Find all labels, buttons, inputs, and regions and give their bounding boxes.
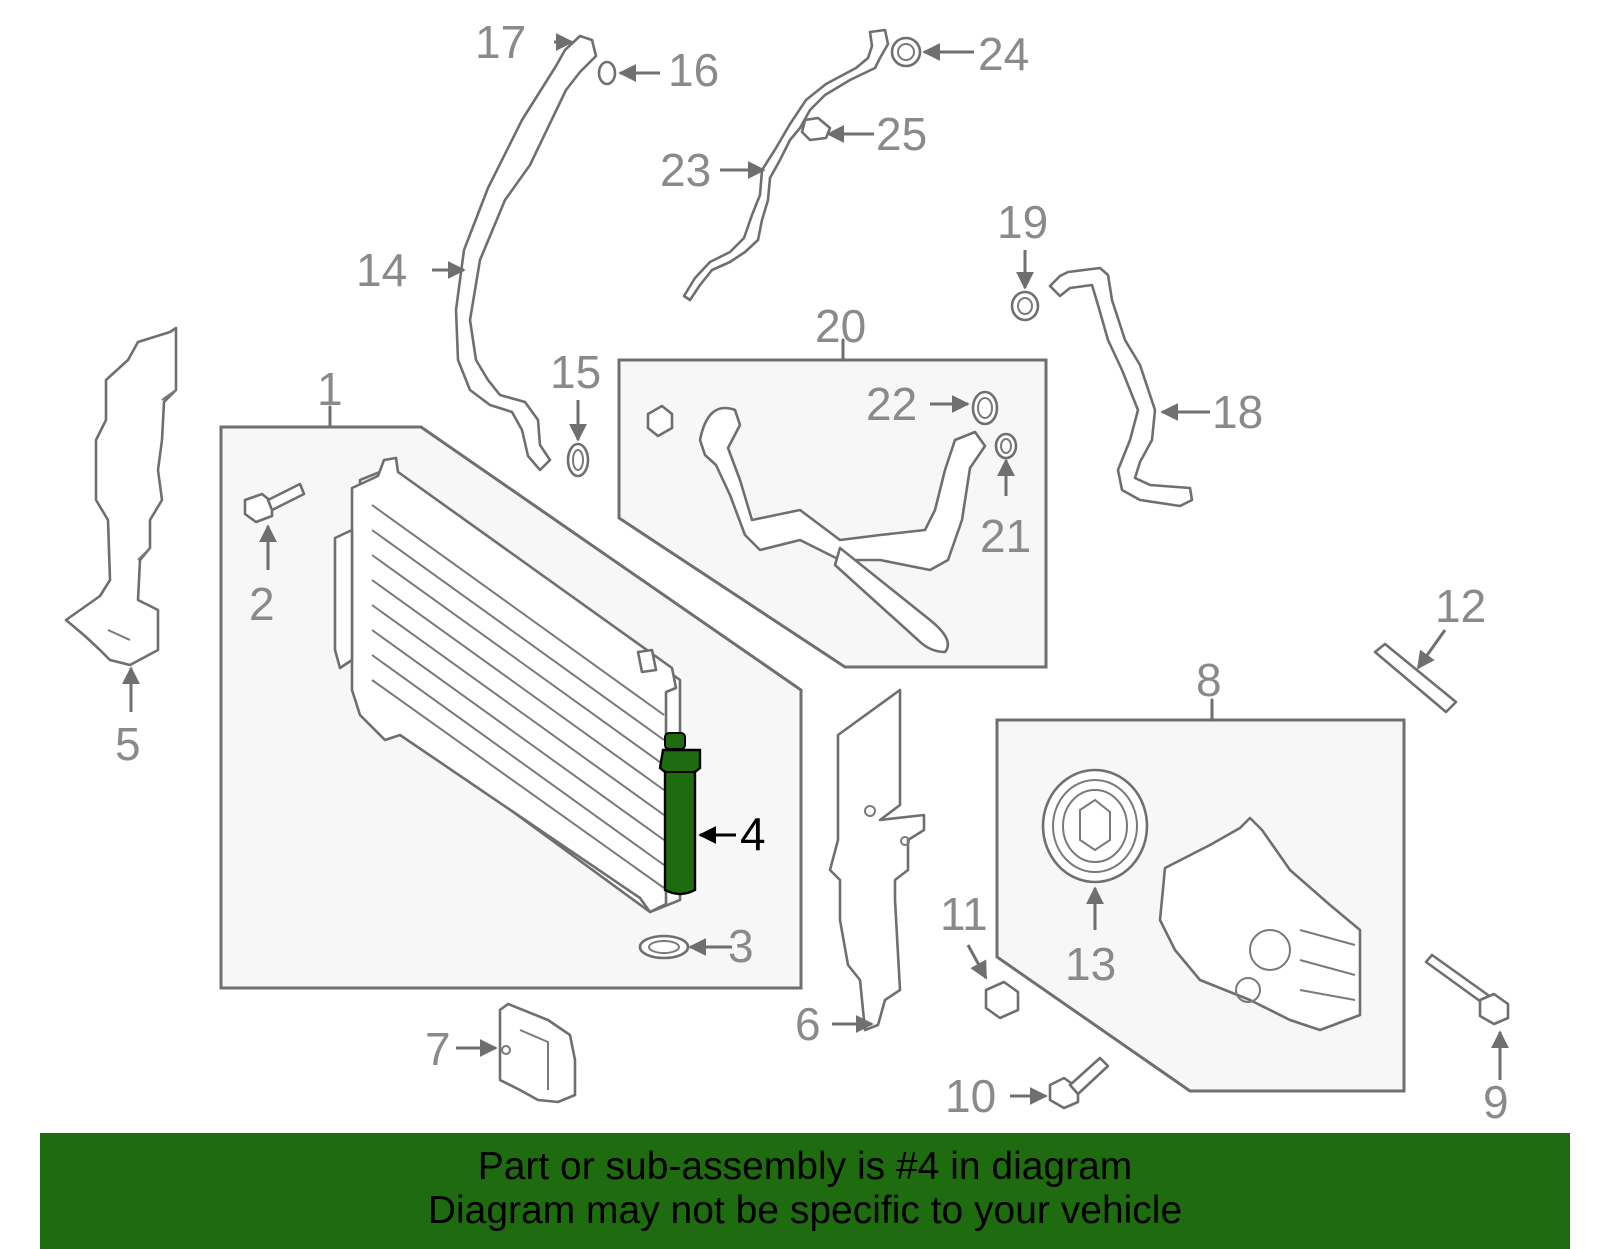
callout-10: 10: [945, 1070, 996, 1122]
clutch-pulley: [1041, 768, 1149, 884]
callout-7: 7: [425, 1023, 451, 1075]
o-ring-22: [971, 390, 999, 426]
callout-16: 16: [668, 44, 719, 96]
hose-23: [682, 28, 890, 302]
banner-line-2: Diagram may not be specific to your vehi…: [427, 1189, 1183, 1232]
callout-18: 18: [1212, 386, 1263, 438]
o-ring-24: [890, 36, 922, 68]
callout-3: 3: [728, 920, 754, 972]
callout-4: 4: [740, 808, 766, 860]
o-ring-15: [566, 442, 590, 478]
hose-assembly-20: [646, 404, 987, 654]
callout-6: 6: [795, 998, 821, 1050]
o-ring-21: [994, 432, 1018, 460]
callout-labels: 1 2 3 4 5 6 7 8 9 10 11 12 13 14 15 16 1…: [115, 16, 1509, 1128]
banner-background: [40, 1133, 1570, 1249]
hose-14: [454, 34, 598, 472]
callout-5: 5: [115, 718, 141, 770]
callout-25: 25: [876, 108, 927, 160]
air-guide-left: [64, 326, 178, 667]
air-guide-right: [828, 688, 926, 1032]
bracket-7: [498, 1002, 577, 1104]
callout-11: 11: [940, 888, 988, 940]
callout-8: 8: [1196, 654, 1222, 706]
callout-17: 17: [475, 16, 526, 68]
info-banner: Part or sub-assembly is #4 in diagram Di…: [40, 1133, 1570, 1249]
hose-18: [1048, 266, 1194, 508]
bolt-9: [1424, 953, 1510, 1026]
banner-text: Part or sub-assembly is #4 in diagram Di…: [40, 1133, 1570, 1233]
callout-24: 24: [978, 28, 1029, 80]
condenser: [333, 456, 682, 914]
banner-line-1: Part or sub-assembly is #4 in diagram: [477, 1145, 1133, 1188]
callout-15: 15: [550, 346, 601, 398]
leader-arrows: [122, 33, 1509, 1105]
o-ring-16: [597, 60, 617, 86]
callout-20: 20: [815, 300, 866, 352]
receiver-drier: [658, 732, 702, 896]
callout-21: 21: [980, 510, 1031, 562]
callout-22: 22: [866, 378, 917, 430]
callout-13: 13: [1065, 938, 1116, 990]
callout-19: 19: [997, 196, 1048, 248]
bolt-10: [1048, 1056, 1110, 1110]
o-ring-19: [1010, 290, 1040, 322]
callout-2: 2: [249, 578, 275, 630]
callout-9: 9: [1483, 1076, 1509, 1128]
callout-14: 14: [356, 244, 407, 296]
callout-1: 1: [317, 363, 343, 415]
compressor: [1158, 816, 1362, 1032]
nut-11: [984, 980, 1020, 1020]
callout-23: 23: [660, 144, 711, 196]
callout-12: 12: [1435, 580, 1486, 632]
bolt-2: [243, 482, 306, 524]
pin-12: [1373, 642, 1458, 714]
o-ring-3: [638, 934, 690, 960]
